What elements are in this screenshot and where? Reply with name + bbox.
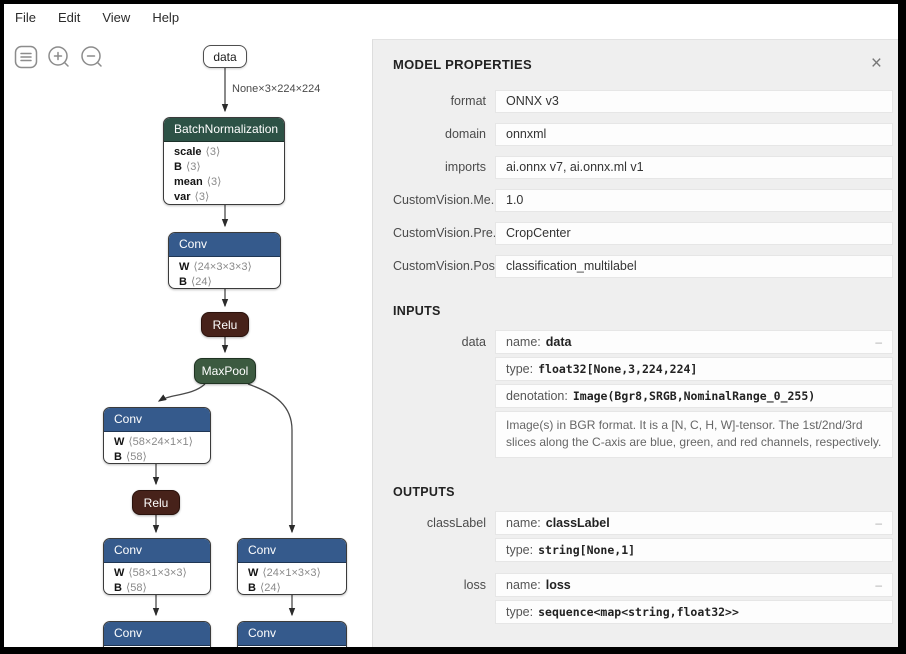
menu-help[interactable]: Help — [152, 10, 180, 25]
graph-node-conv-4[interactable]: Conv W⟨24×1×3×3⟩ B⟨24⟩ — [237, 538, 347, 595]
graph-node-relu-2[interactable]: Relu — [132, 490, 180, 515]
node-title: Conv — [104, 622, 210, 646]
output-type-box: type:sequence<map<string,float32>> — [495, 599, 893, 624]
node-title: Conv — [169, 233, 280, 257]
input-row-data: data name:data – type:float32[None,3,224… — [393, 330, 893, 458]
menu-file[interactable]: File — [15, 10, 36, 25]
inputs-heading: INPUTS — [393, 304, 441, 318]
graph-node-data[interactable]: data — [203, 45, 247, 68]
property-row-format: format ONNX v3 — [393, 90, 893, 113]
outputs-heading: OUTPUTS — [393, 484, 455, 499]
graph-node-conv-1[interactable]: Conv W⟨24×3×3×3⟩ B⟨24⟩ — [168, 232, 281, 289]
graph-node-conv-2[interactable]: Conv W⟨58×24×1×1⟩ B⟨58⟩ — [103, 407, 211, 464]
property-label: CustomVision.Pos... — [393, 259, 495, 273]
panel-header: MODEL PROPERTIES × — [373, 40, 898, 78]
node-title: Conv — [104, 408, 210, 432]
model-properties-panel: MODEL PROPERTIES × format ONNX v3 domain… — [372, 39, 898, 647]
property-row-customvision-postprocess: CustomVision.Pos... classification_multi… — [393, 255, 893, 278]
model-properties-list: format ONNX v3 domain onnxml imports ai.… — [373, 78, 898, 278]
zoom-in-icon[interactable] — [47, 45, 71, 69]
zoom-out-icon[interactable] — [80, 45, 104, 69]
app-content: File Edit View Help — [4, 4, 898, 647]
collapse-toggle[interactable]: – — [875, 335, 882, 349]
output-label: classLabel — [426, 515, 486, 530]
graph-node-conv-3[interactable]: Conv W⟨58×1×3×3⟩ B⟨58⟩ — [103, 538, 211, 595]
tensor-shape-label: None×3×224×224 — [232, 83, 321, 95]
property-value: classification_multilabel — [495, 255, 893, 278]
menu-view[interactable]: View — [102, 10, 131, 25]
node-title: Conv — [238, 622, 346, 646]
node-title: BatchNormalization — [164, 118, 284, 142]
graph-node-conv-5[interactable]: Conv — [103, 621, 211, 647]
output-name-box: name:classLabel – — [495, 510, 893, 535]
node-title: Conv — [104, 539, 210, 563]
property-value: ONNX v3 — [495, 90, 893, 113]
graph-node-maxpool[interactable]: MaxPool — [194, 358, 256, 384]
input-description: Image(s) in BGR format. It is a [N, C, H… — [495, 411, 893, 458]
property-value: CropCenter — [495, 222, 893, 245]
inputs-list: data name:data – type:float32[None,3,224… — [373, 330, 898, 458]
outputs-list: classLabel name:classLabel – type:string… — [373, 510, 898, 624]
property-label: format — [450, 94, 486, 108]
menu-bar: File Edit View Help — [4, 4, 898, 31]
graph-toolbar — [14, 45, 104, 69]
property-value: ai.onnx v7, ai.onnx.ml v1 — [495, 156, 893, 179]
property-row-imports: imports ai.onnx v7, ai.onnx.ml v1 — [393, 156, 893, 179]
input-type-box: type:float32[None,3,224,224] — [495, 357, 893, 381]
collapse-toggle[interactable]: – — [875, 515, 882, 530]
close-icon[interactable]: × — [870, 53, 882, 74]
input-denotation-box: denotation:Image(Bgr8,SRGB,NominalRange_… — [495, 384, 893, 408]
menu-icon[interactable] — [14, 45, 38, 69]
collapse-toggle[interactable]: – — [875, 577, 882, 592]
property-label: CustomVision.Pre... — [393, 226, 495, 240]
output-type-box: type:string[None,1] — [495, 537, 893, 562]
graph-node-batchnormalization[interactable]: BatchNormalization scale⟨3⟩ B⟨3⟩ mean⟨3⟩… — [163, 117, 285, 205]
property-label: domain — [445, 127, 486, 141]
graph-node-relu-1[interactable]: Relu — [201, 312, 249, 337]
property-row-customvision-preprocess: CustomVision.Pre... CropCenter — [393, 222, 893, 245]
menu-edit[interactable]: Edit — [57, 10, 81, 25]
property-label: CustomVision.Me... — [393, 193, 495, 207]
panel-title: MODEL PROPERTIES — [393, 56, 532, 72]
input-name-box: name:data – — [495, 330, 893, 354]
property-label: imports — [445, 160, 486, 174]
property-row-customvision-metadata: CustomVision.Me... 1.0 — [393, 189, 893, 212]
property-value: 1.0 — [495, 189, 893, 212]
property-row-domain: domain onnxml — [393, 123, 893, 146]
output-label: loss — [463, 577, 486, 592]
graph-canvas[interactable]: None×3×224×224 data BatchNormalization s… — [4, 4, 898, 647]
output-row-loss: loss name:loss – type:sequence<map<strin… — [393, 572, 893, 624]
property-value: onnxml — [495, 123, 893, 146]
output-name-box: name:loss – — [495, 572, 893, 597]
node-title: Conv — [238, 539, 346, 563]
output-row-classlabel: classLabel name:classLabel – type:string… — [393, 510, 893, 562]
input-label: data — [461, 335, 486, 349]
graph-node-conv-6[interactable]: Conv — [237, 621, 347, 647]
